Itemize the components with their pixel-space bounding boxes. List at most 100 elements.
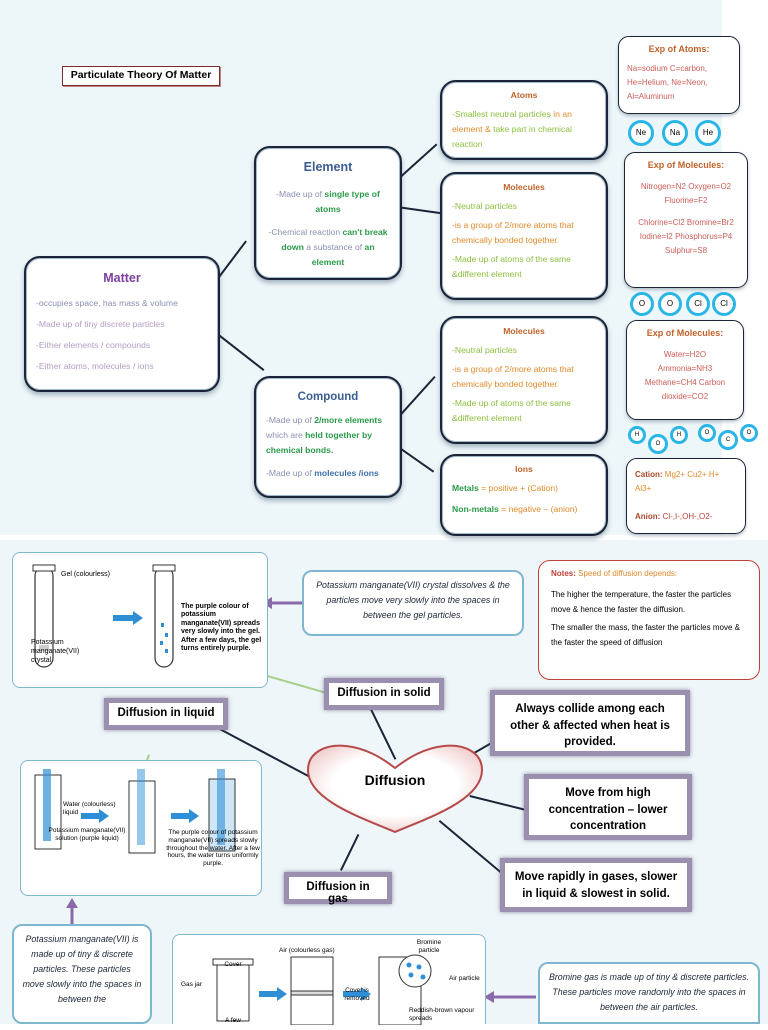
text: = positive + (Cation) [478, 483, 559, 494]
diffusion-liquid-label: Diffusion in liquid [104, 698, 228, 730]
diffusion-gas-figure: Air (colourless gas) Bromine particle Co… [172, 934, 486, 1026]
ions-heading: Ions [515, 464, 533, 474]
figure-label: The purple colour of potassium manganate… [181, 603, 262, 652]
matter-line: -Either atoms, molecules / ions [36, 360, 154, 371]
figure-label: Water (colourless) liquid [63, 801, 116, 816]
text: -Chemical reaction [268, 226, 343, 237]
compound-atom-circle: C [718, 430, 738, 450]
diffusion-gas-label: Diffusion in gas [284, 872, 392, 905]
matter-node: Matter -occupies space, has mass & volum… [24, 256, 220, 392]
diffusion-center-title: Diffusion [364, 772, 426, 788]
heart-shape [306, 744, 484, 834]
text: Cation: [635, 470, 663, 479]
text: -is a group of 2/more atoms that chemica… [452, 364, 574, 390]
property-collide: Always collide among each other & affect… [490, 690, 690, 756]
diffusion-solid-label: Diffusion in solid [324, 678, 444, 710]
figure-label: Air (colourless gas) [279, 947, 335, 954]
test-tube-illustration [32, 564, 176, 668]
text: Nitrogen=N2 Oxygen=O2 [640, 181, 732, 191]
gas-jar-illustration [212, 954, 432, 1026]
text: held together by chemical bonds. [266, 430, 373, 456]
beaker-illustration [34, 769, 236, 854]
atoms-node: Atoms -Smallest neutral particles in an … [440, 80, 608, 160]
text: -Made up of atoms of the same &different… [452, 254, 571, 280]
solid-callout: Potassium manganate(VII) crystal dissolv… [302, 570, 524, 636]
text: -Made up of [266, 415, 315, 426]
molecule-circle: Cl [686, 292, 710, 316]
molecules-heading: Molecules [503, 182, 545, 192]
matter-heading: Matter [103, 271, 141, 285]
text: single type of atoms [315, 188, 380, 214]
compound-atom-circle: O [648, 434, 668, 454]
text: -Neutral particles [452, 345, 517, 356]
text: He=Helium, Ne=Neon, [627, 77, 708, 87]
compound-atom-circle: H [670, 426, 688, 444]
text: Water=H2O [663, 349, 707, 359]
example-atoms-box: Exp of Atoms: Na=sodium C=carbon, He=Hel… [618, 36, 740, 114]
example-heading: Exp of Atoms: [648, 44, 710, 54]
text: The higher the temperature, the faster t… [551, 589, 732, 614]
text: -Made up of [266, 468, 315, 479]
text: an element [311, 241, 375, 267]
ions-node: Ions Metals = positive + (Cation) Non-me… [440, 454, 608, 536]
molecules-node: Molecules -Neutral particles -is a group… [440, 316, 608, 444]
figure-label: The purple colour of potassium manganate… [166, 829, 260, 868]
molecule-circle: O [630, 292, 654, 316]
matter-line: -Either elements / compounds [36, 339, 151, 350]
property-concentration: Move from high concentration – lower con… [524, 774, 692, 840]
text: Iodine=I2 Phosphorus=P4 [639, 231, 733, 241]
cation-anion-box: Cation: Mg2+ Cu2+ H+ Al3+ Anion: Cl-,I-,… [626, 458, 746, 534]
text: -Made up of atoms of the same &different… [452, 398, 571, 424]
text: in an element & [452, 109, 572, 135]
figure-label: Reddish-brown vapour spreads [409, 1007, 475, 1022]
figure-label: Air particle [449, 975, 480, 982]
text: Al=Aluminum [627, 91, 675, 101]
example-molecules-box: Exp of Molecules: Nitrogen=N2 Oxygen=O2 … [624, 152, 748, 288]
figure-label: Potassium manganate(VII) crystal [31, 639, 80, 664]
text: Anion: [635, 512, 661, 521]
arrow-icon [484, 991, 536, 1003]
figure-label: Bromine particle [416, 939, 442, 954]
text: = negative – (anion) [498, 504, 578, 515]
atom-circle: Ne [628, 120, 654, 146]
text: can't break down [281, 226, 388, 252]
text: Speed of diffusion depends: [575, 569, 678, 578]
atom-circle: Na [662, 120, 688, 146]
compound-node: Compound -Made up of 2/more elements whi… [254, 376, 402, 498]
molecule-circle: O [658, 292, 682, 316]
text: Chlorine=Cl2 Bromine=Br2 [638, 217, 734, 227]
text: Sulphur=S8 [664, 245, 708, 255]
text: Fluorine=F2 [664, 195, 708, 205]
arrow-icon [66, 898, 78, 924]
compound-atom-circle: O [698, 424, 716, 442]
text: Methane=CH4 Carbon [644, 377, 726, 387]
atom-circle: He [695, 120, 721, 146]
text: Na=sodium C=carbon, [627, 63, 708, 73]
text: -is a group of 2/more atoms that chemica… [452, 220, 574, 246]
matter-line: -occupies space, has mass & volume [36, 297, 178, 308]
matter-line: -Made up of tiny discrete particles [36, 318, 165, 329]
page-title: Particulate Theory Of Matter [62, 66, 220, 86]
example-compounds-box: Exp of Molecules: Water=H2O Ammonia=NH3 … [626, 320, 744, 420]
text: Non-metals [452, 504, 499, 515]
liquid-callout: Potassium manganate(VII) is made up of t… [12, 924, 152, 1024]
element-node: Element -Made up of single type of atoms… [254, 146, 402, 280]
example-heading: Exp of Molecules: [647, 160, 725, 170]
text: dioxide=CO2 [661, 391, 709, 401]
compound-atom-circle: O [740, 424, 758, 442]
text: 2/more elements [314, 415, 383, 426]
text: Ammonia=NH3 [657, 363, 713, 373]
gas-callout: Bromine gas is made up of tiny & discret… [538, 962, 760, 1024]
figure-label: Gas jar [181, 981, 202, 988]
figure-label: A few [225, 1017, 241, 1024]
diffusion-liquid-figure: Water (colourless) liquid Potassium mang… [20, 760, 262, 896]
figure-label: Cover is removed [344, 987, 370, 1002]
text: -Made up of [276, 188, 325, 199]
text: -Smallest neutral particles [452, 109, 551, 120]
atoms-heading: Atoms [510, 90, 538, 100]
text: Cl-,I-,OH-,O2- [662, 512, 713, 521]
text: Mg2+ Cu2+ H+ Al3+ [635, 470, 720, 493]
text: which are [266, 430, 306, 441]
diffusion-solid-figure: Gel (colourless) Potassium manganate(VII… [12, 552, 268, 688]
text: molecules /ions [314, 468, 379, 479]
